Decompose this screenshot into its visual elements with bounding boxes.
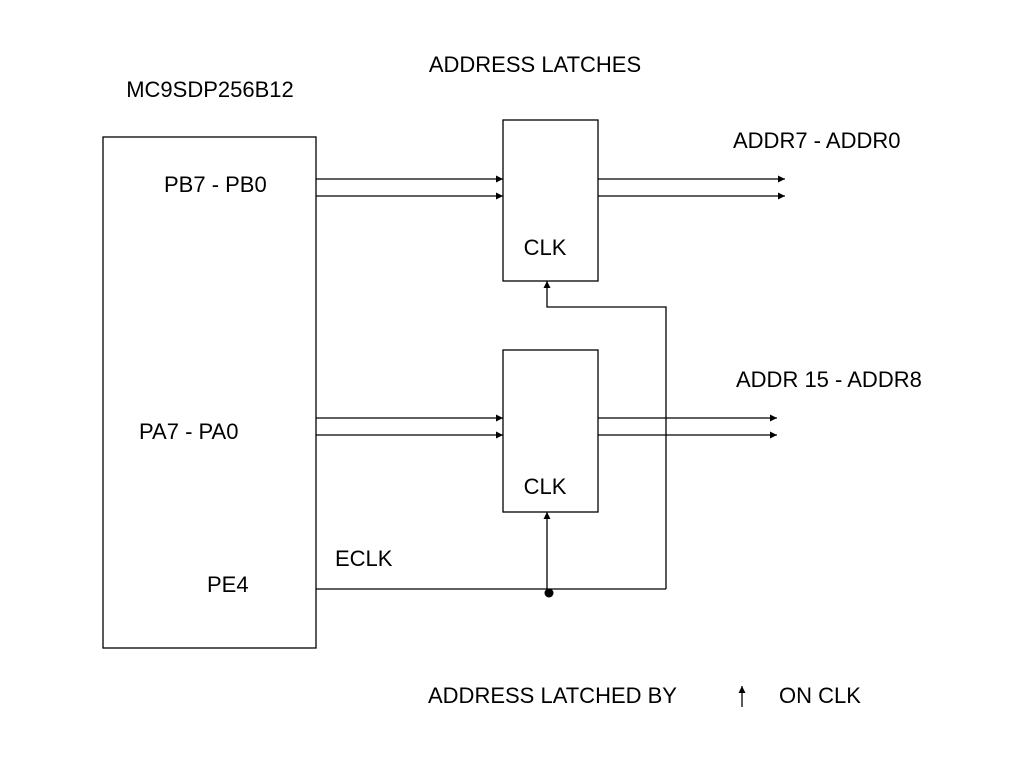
mcu-block (102, 136, 317, 649)
upper-latch-clock-line (543, 281, 667, 589)
porta-label: PA7 - PA0 (139, 419, 238, 444)
portb-label: PB7 - PB0 (164, 172, 267, 197)
footnote-prefix: ADDRESS LATCHED BY (428, 683, 677, 708)
diagram-title: ADDRESS LATCHES (429, 52, 641, 77)
eclk-junction-dot (544, 588, 554, 598)
lower-latch-block (502, 349, 599, 513)
upper-latch-block (502, 119, 599, 282)
addr-high-output-label: ADDR 15 - ADDR8 (736, 367, 922, 392)
pe4-label: PE4 (207, 572, 249, 597)
addr-low-output-label: ADDR7 - ADDR0 (733, 128, 900, 153)
mcu-label: MC9SDP256B12 (126, 77, 294, 102)
upper-latch-clk-label: CLK (524, 235, 567, 260)
eclk-label: ECLK (335, 546, 393, 571)
lower-latch-clk-label: CLK (524, 474, 567, 499)
footnote-suffix: ON CLK (779, 683, 861, 708)
